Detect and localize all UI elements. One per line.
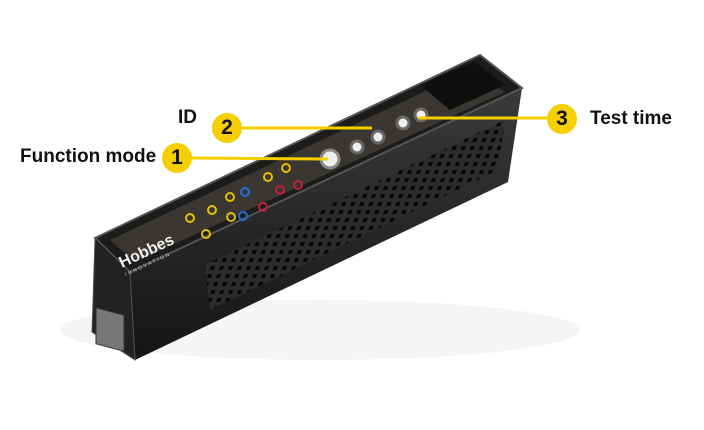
callout-label-id: ID xyxy=(178,107,197,128)
rj45-port[interactable] xyxy=(95,307,125,352)
callout-lines xyxy=(189,116,548,161)
callout-badge-2: 2 xyxy=(212,113,242,143)
leds xyxy=(185,163,303,239)
test-time-dial-tens[interactable] xyxy=(395,115,411,131)
callout-label-function-mode: Function mode xyxy=(20,146,157,167)
callout-badge-3: 3 xyxy=(547,104,577,134)
battery-cover xyxy=(420,62,505,110)
callout-badge-1: 1 xyxy=(162,143,192,173)
callout-label-test-time: Test time xyxy=(590,108,673,129)
id-dial-tens[interactable] xyxy=(349,139,365,155)
id-dial-ones[interactable] xyxy=(370,129,386,145)
vent-grille xyxy=(205,120,505,310)
